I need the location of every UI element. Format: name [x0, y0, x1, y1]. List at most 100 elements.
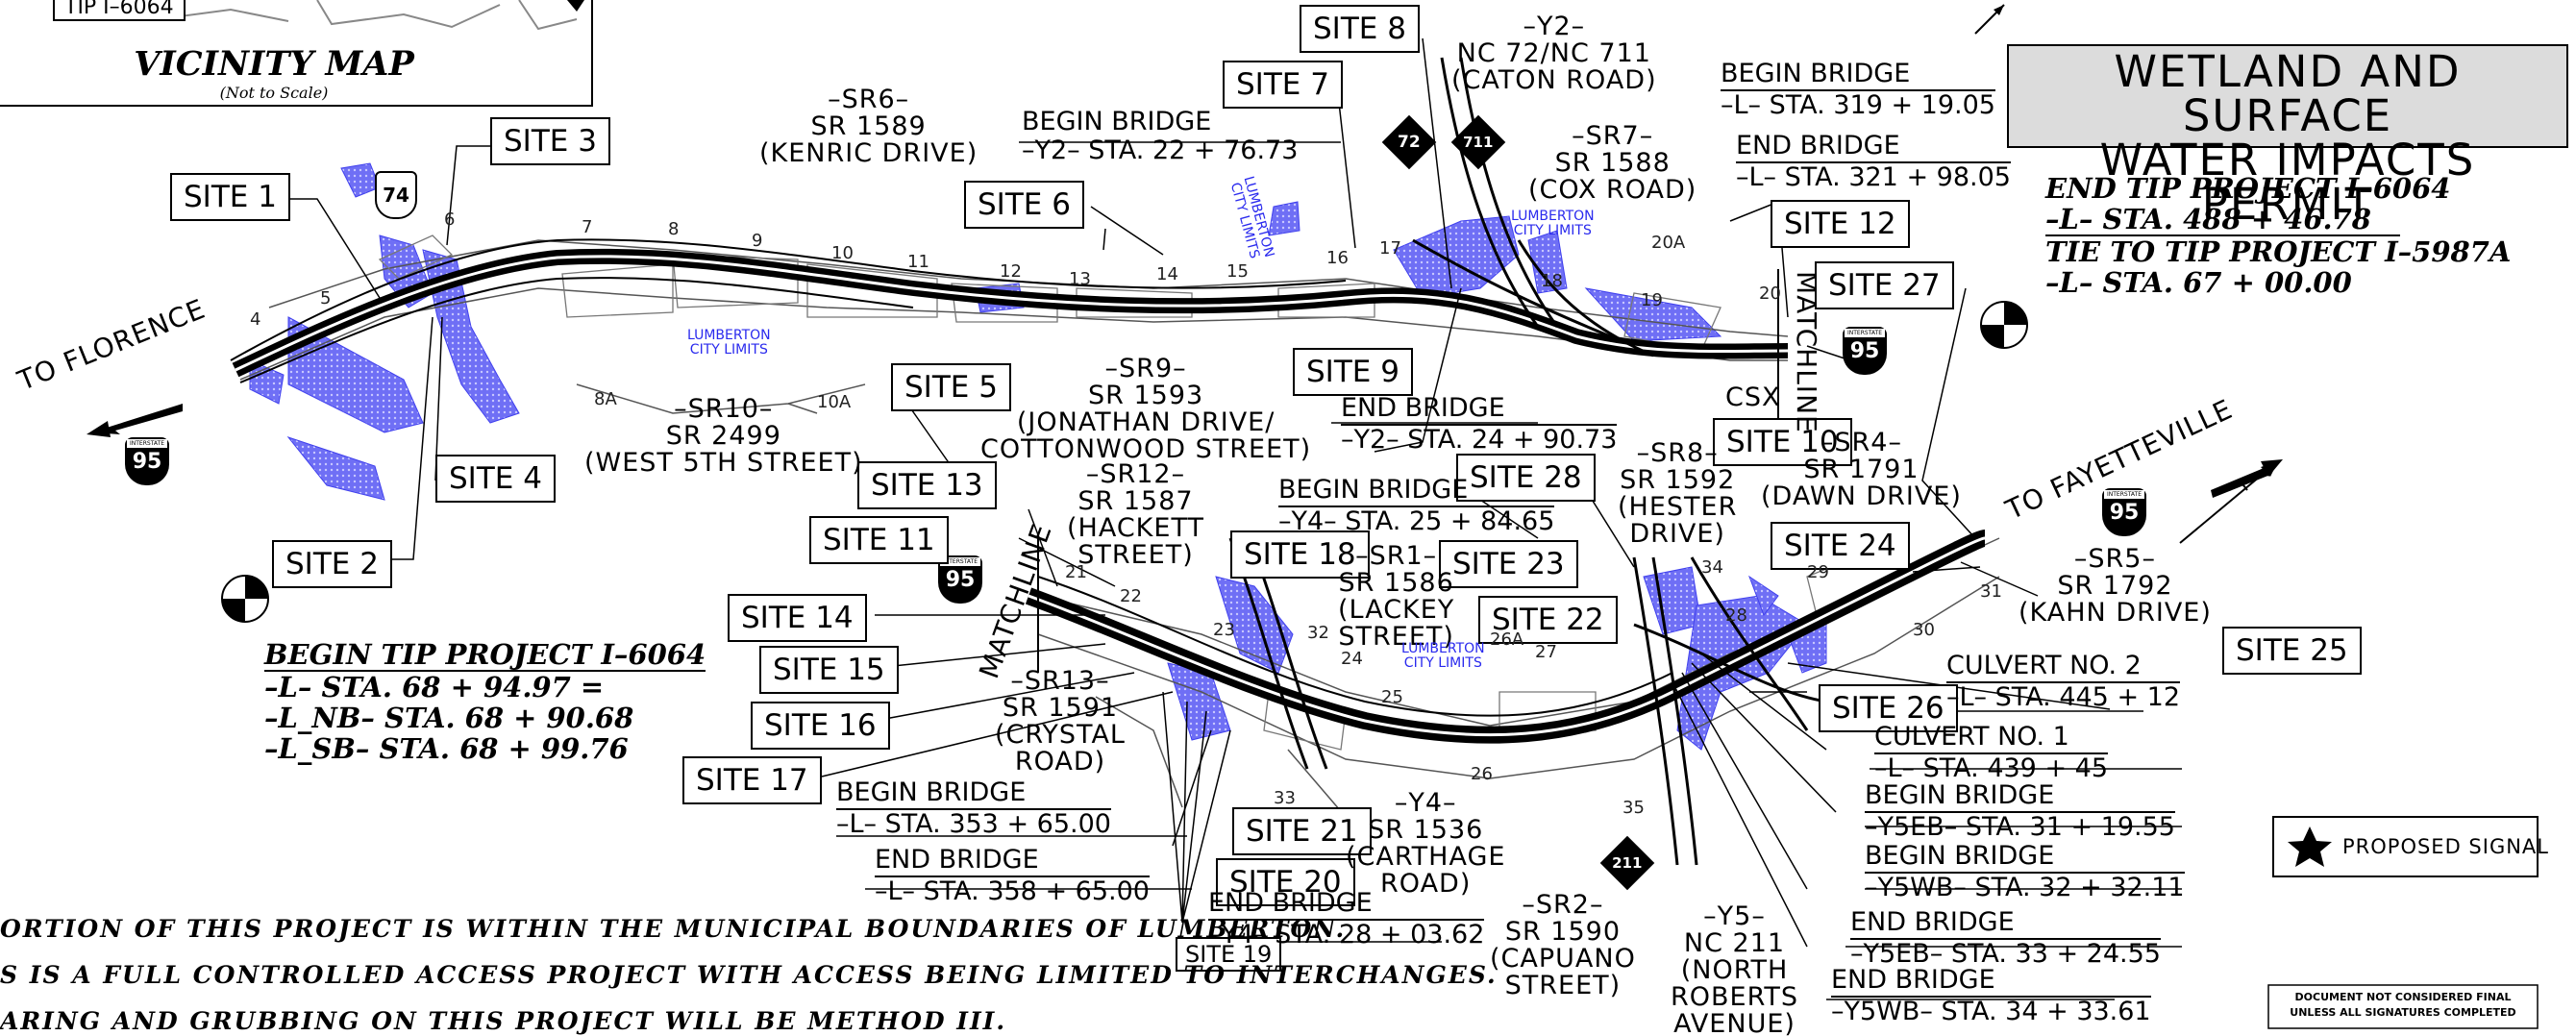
sheet-number: 28: [1725, 605, 1747, 626]
sheet-number: 5: [320, 288, 332, 308]
road-sr5-line1: –SR5–: [2073, 544, 2156, 574]
road-sr9-line3: (JONATHAN DRIVE/: [1016, 407, 1276, 437]
site-box-26: SITE 26: [1819, 684, 1958, 732]
site-box-15: SITE 15: [759, 646, 899, 694]
road-sr2-line3: (CAPUANO: [1490, 944, 1636, 974]
tip-tag: TIP I–6064: [53, 0, 186, 21]
sheet-number: 10: [831, 243, 854, 263]
interstate-band: INTERSTATE: [127, 439, 167, 448]
north-arrow-top: [1974, 4, 2005, 35]
legend-signal-label: PROPOSED SIGNAL: [2342, 835, 2549, 858]
city-limits-c-line1: LUMBERTON: [1511, 209, 1595, 224]
sheet-number: 21: [1065, 562, 1087, 582]
note-municipal: ORTION OF THIS PROJECT IS WITHIN THE MUN…: [0, 915, 1347, 943]
station-begin-bridge-y5wb-title: BEGIN BRIDGE: [1865, 842, 2185, 874]
road-y5-line1: –Y5–: [1703, 901, 1766, 931]
site-box-20: SITE 20: [1216, 858, 1355, 906]
i95-number: 95: [1849, 339, 1880, 363]
site-box-11: SITE 11: [809, 516, 949, 564]
begin-tip-project-lnb: –L_NB– STA. 68 + 90.68: [264, 702, 634, 734]
site-box-22: SITE 22: [1478, 596, 1618, 644]
site-box-10: SITE 10: [1713, 418, 1852, 466]
road-sr7-line1: –SR7–: [1572, 121, 1654, 151]
site-box-7: SITE 7: [1223, 61, 1343, 109]
road-label-y2: –Y2– NC 72/NC 711 (CATON ROAD): [1451, 13, 1657, 94]
road-y4-line3: (CARTHAGE: [1346, 842, 1506, 872]
city-limits-label-a: LUMBERTON CITY LIMITS: [687, 329, 771, 358]
station-end-bridge-l-top: END BRIDGE –L– STA. 321 + 98.05: [1736, 132, 2011, 192]
site-box-17: SITE 17: [682, 756, 822, 804]
station-begin-bridge-l-top: BEGIN BRIDGE –L– STA. 319 + 19.05: [1721, 60, 1995, 120]
road-sr6-line3: (KENRIC DRIVE): [759, 138, 978, 168]
sheet-number: 6: [444, 210, 456, 230]
station-begin-bridge-l-top-title: BEGIN BRIDGE: [1721, 60, 1995, 91]
end-tip-project: END TIP PROJECT I–6064 –L– STA. 488 + 46…: [2045, 173, 2511, 298]
interstate-band: INTERSTATE: [940, 557, 980, 566]
city-limits-c-line2: CITY LIMITS: [1513, 223, 1592, 238]
site-box-24: SITE 24: [1771, 522, 1910, 570]
station-end-bridge-l-358-sta: –L– STA. 358 + 65.00: [875, 876, 1150, 906]
station-end-bridge-y5wb-sta: –Y5WB– STA. 34 + 33.61: [1831, 997, 2151, 1026]
station-end-bridge-y2: END BRIDGE –Y2– STA. 24 + 90.73: [1341, 394, 1618, 455]
road-y2-line1: –Y2–: [1523, 12, 1586, 41]
matchline-label-top: MATCHLINE: [1791, 271, 1822, 433]
site-box-2: SITE 2: [272, 540, 392, 588]
begin-tip-project-lsb: –L_SB– STA. 68 + 99.76: [264, 732, 629, 765]
station-culvert-1-title: CULVERT NO. 1: [1874, 723, 2108, 754]
road-label-csx: CSX: [1725, 382, 1781, 412]
road-label-sr7: –SR7– SR 1588 (COX ROAD): [1528, 123, 1697, 204]
i95-number: 95: [945, 568, 976, 592]
road-label-y4: –Y4– SR 1536 (CARTHAGE ROAD): [1346, 790, 1505, 898]
station-end-bridge-y5eb-title: END BRIDGE: [1850, 908, 2161, 940]
road-sr12-line1: –SR12–: [1085, 459, 1186, 489]
road-sr8-line2: SR 1592: [1620, 465, 1736, 495]
road-sr13-line4: ROAD): [1014, 747, 1106, 777]
sheet-number: 10A: [817, 392, 852, 412]
road-label-sr2: –SR2– SR 1590 (CAPUANO STREET): [1490, 892, 1636, 999]
sheet-number: 33: [1274, 788, 1296, 808]
road-sr10-line1: –SR10–: [674, 394, 774, 424]
i95-number: 95: [132, 450, 162, 474]
matchline-marks: [1037, 269, 1779, 673]
station-begin-bridge-y5eb-sta: –Y5EB– STA. 31 + 19.55: [1865, 812, 2175, 842]
road-sr12-line2: SR 1587: [1077, 486, 1194, 516]
tie-tip-project-title: TIE TO TIP PROJECT I–5987A: [2045, 235, 2512, 268]
road-sr9-line1: –SR9–: [1104, 354, 1187, 383]
station-begin-bridge-y4-sta: –Y4– STA. 25 + 84.65: [1278, 506, 1555, 536]
disclaimer: DOCUMENT NOT CONSIDERED FINAL UNLESS ALL…: [2270, 990, 2536, 1021]
site-box-25: SITE 25: [2222, 627, 2362, 675]
road-label-y5: –Y5– NC 211 (NORTH ROBERTS AVENUE): [1671, 903, 1798, 1036]
sheet-number: 25: [1381, 687, 1403, 707]
road-label-sr6: –SR6– SR 1589 (KENRIC DRIVE): [759, 86, 978, 167]
site-box-3: SITE 3: [490, 117, 610, 165]
site-box-1: SITE 1: [170, 173, 290, 221]
city-limits-d-line1: LUMBERTON: [1401, 641, 1485, 656]
station-begin-bridge-l-top-sta: –L– STA. 319 + 19.05: [1721, 90, 1995, 120]
road-sr2-line4: STREET): [1504, 971, 1622, 1000]
sheet-number: 32: [1307, 623, 1329, 643]
leader-lines: [284, 37, 2111, 948]
road-sr4-line2: SR 1791: [1803, 455, 1920, 484]
site-box-23: SITE 23: [1439, 540, 1578, 588]
sheet-number: 23: [1213, 620, 1235, 640]
road-sr13-line2: SR 1591: [1002, 693, 1119, 723]
station-end-bridge-y5wb-title: END BRIDGE: [1831, 966, 2151, 998]
road-y4-line4: ROAD): [1380, 869, 1472, 899]
site-box-28: SITE 28: [1456, 454, 1596, 502]
interstate-band: INTERSTATE: [2104, 490, 2144, 499]
sheet-number: 30: [1913, 620, 1935, 640]
site-box-16: SITE 16: [751, 702, 890, 750]
road-sr10-line3: (WEST 5TH STREET): [584, 448, 863, 478]
sheet-number: 12: [1000, 261, 1022, 282]
road-y2-line2: NC 72/NC 711: [1456, 38, 1651, 68]
road-y5-line4: ROBERTS: [1671, 982, 1799, 1012]
city-limits-label-c: LUMBERTON CITY LIMITS: [1511, 210, 1595, 238]
sheet-number: 8A: [594, 389, 617, 409]
road-label-sr12: –SR12– SR 1587 (HACKETT STREET): [1067, 461, 1204, 569]
site-box-6: SITE 6: [964, 181, 1084, 229]
sheet-number: 20A: [1651, 233, 1686, 253]
road-label-sr10: –SR10– SR 2499 (WEST 5TH STREET): [584, 396, 863, 477]
station-culvert-1-sta: –L– STA. 439 + 45: [1874, 753, 2108, 783]
road-sr8-line1: –SR8–: [1636, 438, 1719, 468]
